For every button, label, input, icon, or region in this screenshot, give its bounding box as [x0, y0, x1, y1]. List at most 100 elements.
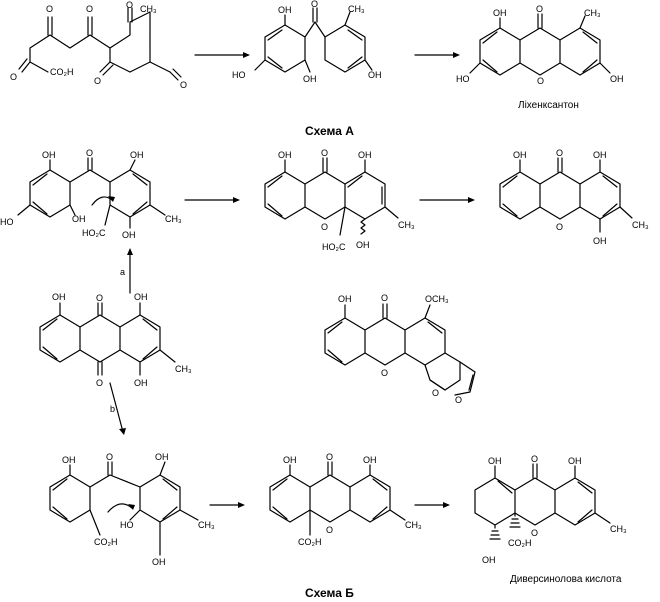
- atom-o: O: [381, 293, 388, 303]
- atom-oh: OH: [152, 557, 166, 567]
- atom-oh: OH: [338, 294, 352, 304]
- pathway-a-label: a: [120, 267, 125, 277]
- atom-o: O: [96, 378, 103, 388]
- atom-oh: OH: [72, 214, 86, 224]
- atom-oh: OH: [493, 8, 507, 18]
- atom-oh: OH: [62, 455, 76, 465]
- diversinolic-acid-structure: [474, 463, 611, 540]
- cyclization-curved-arrow: [107, 503, 133, 513]
- atom-ho: HO: [232, 70, 246, 80]
- atom-o: O: [94, 76, 101, 86]
- scheme-b-title: Схема Б: [305, 586, 354, 600]
- atom-o: O: [86, 148, 93, 158]
- atom-ch3: CH₃: [198, 520, 215, 530]
- lichexanthone-structure: [469, 13, 611, 76]
- arrowhead: [468, 197, 475, 203]
- benzophenone-carboxylic-acid: [17, 157, 166, 229]
- atom-o: O: [556, 148, 563, 158]
- atom-ch3: CH₃: [398, 220, 415, 230]
- arrowhead: [238, 502, 245, 508]
- cyclization-curved-arrow: [91, 196, 113, 206]
- atom-o: O: [326, 452, 333, 462]
- atom-oh: OH: [368, 70, 382, 80]
- atom-oh: OH: [134, 292, 148, 302]
- atom-oh: OH: [134, 378, 148, 388]
- atom-ch3: CH₃: [584, 8, 601, 18]
- atom-o: O: [311, 0, 318, 9]
- atom-oh: OH: [278, 5, 292, 15]
- atom-o: O: [531, 454, 538, 464]
- benzophenone-acid-path-b: [49, 461, 199, 556]
- atom-co2h: CO₂H: [94, 537, 118, 547]
- arrowhead: [443, 502, 450, 508]
- atom-ch3: CH₃: [165, 214, 182, 224]
- arrowhead: [108, 196, 115, 202]
- atom-oh: OH: [303, 74, 317, 84]
- atom-ho: HO: [0, 217, 14, 227]
- atom-o: O: [381, 368, 388, 378]
- atom-ho2c: HO₂C: [82, 228, 106, 238]
- scheme-a-title: Схема А: [305, 124, 354, 138]
- atom-ch3: CH₃: [140, 4, 157, 14]
- anthraquinone-precursor: [39, 302, 176, 376]
- atom-o: O: [326, 525, 333, 535]
- atom-ch3: CH₃: [175, 364, 192, 374]
- dihydroxanthone-intermediate: [264, 157, 399, 236]
- atom-och3: OCH₃: [425, 294, 449, 304]
- pathway-b-label: b: [110, 404, 115, 414]
- atom-oh: OH: [593, 150, 607, 160]
- atom-ch3: CH₃: [610, 524, 627, 534]
- atom-o: O: [96, 293, 103, 303]
- atom-oh: OH: [593, 236, 607, 246]
- benzophenone-intermediate: [254, 7, 373, 73]
- arrowhead: [127, 248, 133, 255]
- atom-oh: OH: [363, 455, 377, 465]
- atom-ho: HO: [456, 74, 470, 84]
- atom-o: O: [86, 4, 93, 14]
- atom-o: O: [556, 222, 563, 232]
- atom-oh: OH: [610, 74, 624, 84]
- atom-o: O: [321, 222, 328, 232]
- tetrahydroxanthone-intermediate: [269, 461, 406, 536]
- atom-o: O: [536, 4, 543, 14]
- diversinolic-acid-label: Диверсинолова кислота: [510, 574, 622, 585]
- atom-o: O: [106, 452, 113, 462]
- atom-oh: OH: [278, 150, 292, 160]
- atom-oh: OH: [356, 240, 370, 250]
- atom-oh: OH: [482, 555, 496, 565]
- atom-oh: OH: [568, 456, 582, 466]
- arrowhead: [233, 197, 240, 203]
- atom-o: O: [455, 395, 462, 405]
- atom-o: O: [537, 76, 544, 86]
- atom-o: O: [46, 4, 53, 14]
- atom-co2h: CO₂H: [508, 538, 532, 548]
- atom-ch3: CH₃: [405, 520, 422, 530]
- atom-oh: OH: [488, 456, 502, 466]
- arrowhead: [119, 428, 126, 435]
- atom-ho: HO: [120, 520, 134, 530]
- atom-oh: OH: [42, 150, 56, 160]
- atom-o: O: [321, 148, 328, 158]
- furoxanthone-structure: [324, 303, 476, 396]
- atom-o: O: [126, 0, 133, 10]
- polyketide-chain: [18, 7, 182, 81]
- hydroxyxanthone-product: [499, 157, 633, 233]
- atom-o: O: [10, 72, 17, 82]
- atom-oh: OH: [358, 150, 372, 160]
- arrowhead: [453, 52, 460, 58]
- atom-ch3: CH₃: [348, 4, 365, 14]
- atom-o: O: [180, 80, 187, 90]
- arrowhead: [243, 52, 250, 58]
- atom-co2h: CO₂H: [298, 537, 322, 547]
- atom-oh: OH: [122, 230, 136, 240]
- atom-oh: OH: [283, 455, 297, 465]
- arrowhead: [128, 504, 135, 510]
- atom-oh: OH: [155, 452, 169, 462]
- pathway-b-arrow: [109, 382, 124, 433]
- atom-ch3: CH₃: [632, 220, 649, 230]
- atom-o: O: [432, 388, 439, 398]
- atom-oh: OH: [130, 150, 144, 160]
- atom-o: O: [531, 528, 538, 538]
- lichexanthone-label: Ліхенксантон: [518, 100, 579, 111]
